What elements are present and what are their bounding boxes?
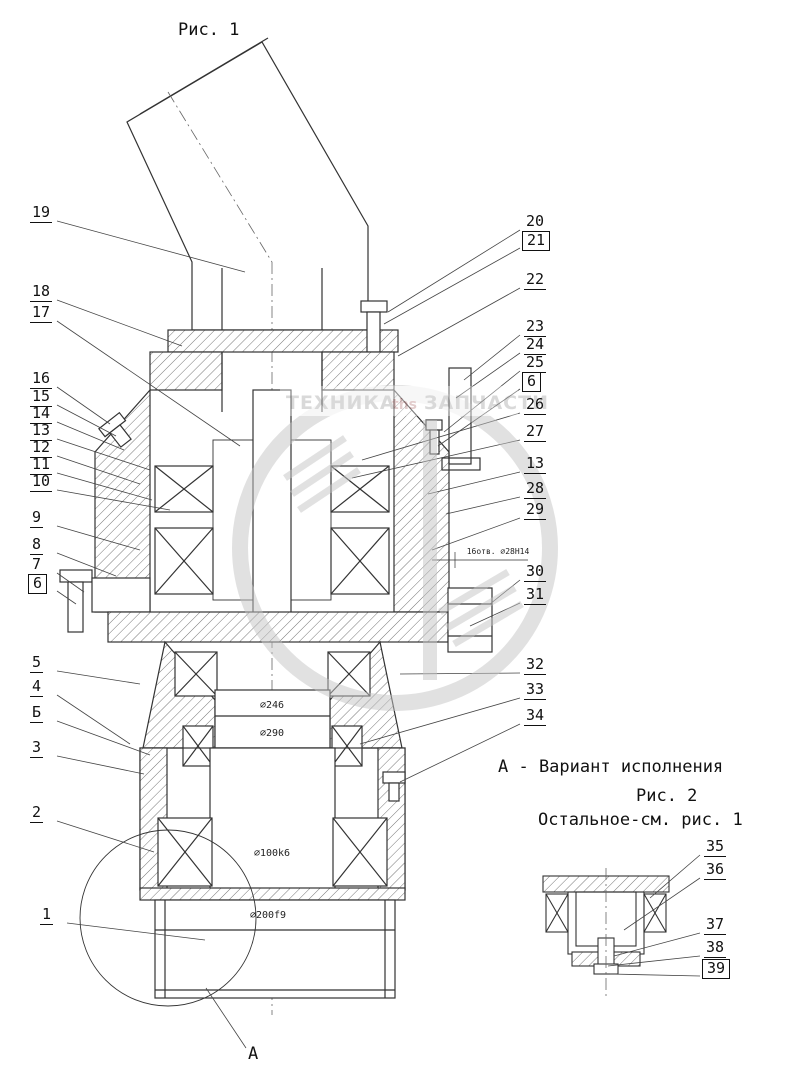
callout-12: 12 bbox=[30, 438, 53, 458]
watermark-text-left: ТЕХНИКА bbox=[286, 392, 396, 414]
dimension-holes bbox=[432, 552, 528, 568]
callout-15: 15 bbox=[30, 387, 53, 407]
mounting-flange bbox=[107, 611, 449, 643]
bottom-drum bbox=[154, 899, 396, 999]
bearing-upper-left bbox=[154, 465, 214, 513]
callout-31: 31 bbox=[524, 585, 547, 605]
callout-3: 3 bbox=[30, 738, 44, 758]
callout-6-left: 6 bbox=[28, 574, 48, 594]
callout-21: 21 bbox=[522, 231, 551, 251]
callout-11: 11 bbox=[30, 455, 53, 475]
fig1-title: Рис. 1 bbox=[178, 20, 240, 40]
dim-246: ∅246 bbox=[260, 700, 284, 711]
main-assembly bbox=[59, 37, 528, 1015]
callout-8: 8 bbox=[30, 535, 44, 555]
leader-lines bbox=[56, 220, 701, 1049]
callout-38: 38 bbox=[704, 938, 727, 958]
callout-34: 34 bbox=[524, 706, 547, 726]
callout-10: 10 bbox=[30, 472, 53, 492]
callout-7: 7 bbox=[30, 555, 44, 575]
watermark: ТЕХНИКА ths ЗАПЧАСТИ bbox=[232, 385, 558, 711]
callout-b: Б bbox=[30, 703, 44, 723]
callout-14: 14 bbox=[30, 404, 53, 424]
bearing-cone-left bbox=[174, 651, 218, 697]
bottom-plate bbox=[139, 887, 406, 901]
fig2-bearing-left bbox=[545, 893, 569, 933]
callout-24: 24 bbox=[524, 335, 547, 355]
callout-36: 36 bbox=[704, 860, 727, 880]
variant-note: А - Вариант исполнения bbox=[498, 757, 724, 777]
watermark-logo-icon: ths bbox=[392, 397, 417, 413]
dim-200f9: ∅200f9 bbox=[250, 910, 286, 921]
callout-13-right: 13 bbox=[524, 454, 547, 474]
bearing-mid-right bbox=[330, 527, 390, 595]
bearing-low-left bbox=[182, 725, 214, 767]
callout-27: 27 bbox=[524, 422, 547, 442]
bearing-mid-left bbox=[154, 527, 214, 595]
dimension-texts: ∅246 ∅290 ∅100k6 ∅200f9 16отв. ∅28Н14 bbox=[250, 547, 530, 921]
callout-26: 26 bbox=[524, 395, 547, 415]
fig2-detail bbox=[542, 868, 670, 996]
callout-28: 28 bbox=[524, 479, 547, 499]
callout-22: 22 bbox=[524, 270, 547, 290]
callout-5: 5 bbox=[30, 653, 44, 673]
detail-circle-a bbox=[79, 829, 257, 1007]
bearing-bottom-right bbox=[332, 817, 388, 887]
bolt-left bbox=[59, 569, 151, 633]
section-a-label: А bbox=[248, 1044, 259, 1064]
callout-17: 17 bbox=[30, 303, 53, 323]
fig2-bearing-right bbox=[643, 893, 667, 933]
callout-29: 29 bbox=[524, 500, 547, 520]
callout-37: 37 bbox=[704, 915, 727, 935]
callout-25: 25 bbox=[524, 353, 547, 373]
dim-holes: 16отв. ∅28Н14 bbox=[467, 547, 530, 556]
dim-290: ∅290 bbox=[260, 728, 284, 739]
watermark-circle bbox=[232, 385, 558, 711]
bearing-bottom-left bbox=[157, 817, 213, 887]
callout-23: 23 bbox=[524, 317, 547, 337]
lower-shaft bbox=[209, 747, 336, 891]
watermark-text-right: ЗАПЧАСТИ bbox=[424, 392, 549, 414]
mid-cylinder bbox=[214, 689, 331, 749]
callout-18: 18 bbox=[30, 282, 53, 302]
callout-30: 30 bbox=[524, 562, 547, 582]
fig2-title: Рис. 2 bbox=[636, 786, 698, 806]
callout-2: 2 bbox=[30, 803, 44, 823]
callout-1: 1 bbox=[40, 905, 54, 925]
dim-100k6: ∅100k6 bbox=[254, 848, 290, 859]
pipe-flange bbox=[167, 329, 399, 353]
callout-19: 19 bbox=[30, 203, 53, 223]
callout-39: 39 bbox=[702, 959, 731, 979]
bolt-top bbox=[360, 300, 388, 353]
bearing-upper-right bbox=[330, 465, 390, 513]
callout-16: 16 bbox=[30, 369, 53, 389]
inlet-pipe bbox=[126, 37, 369, 331]
callout-13-left: 13 bbox=[30, 421, 53, 441]
watermark-banner bbox=[280, 386, 518, 416]
callout-6-right: 6 bbox=[522, 372, 542, 392]
bolt-right-low bbox=[382, 771, 406, 802]
callout-32: 32 bbox=[524, 655, 547, 675]
callout-20: 20 bbox=[524, 212, 547, 232]
callout-33: 33 bbox=[524, 680, 547, 700]
callout-9: 9 bbox=[30, 508, 44, 528]
callout-35: 35 bbox=[704, 837, 727, 857]
callout-4: 4 bbox=[30, 677, 44, 697]
rest-note: Остальное-см. рис. 1 bbox=[538, 810, 743, 830]
bearing-low-right bbox=[331, 725, 363, 767]
